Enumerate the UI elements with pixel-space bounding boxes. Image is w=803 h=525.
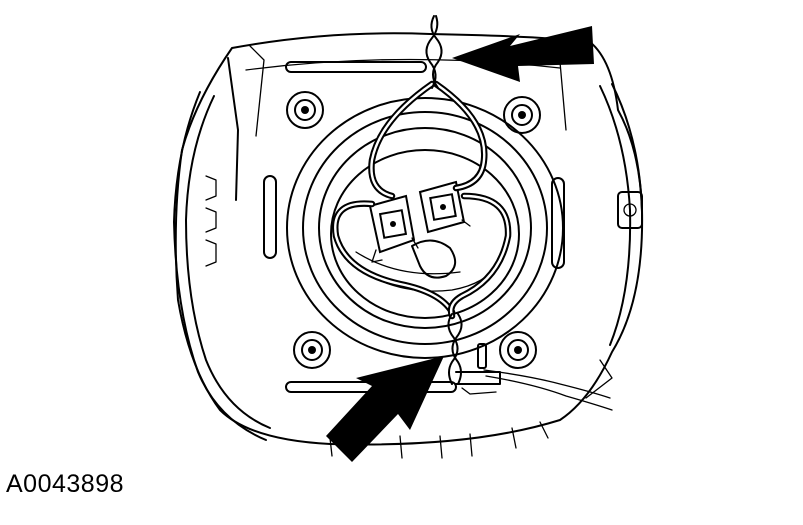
clockspring-assembly — [286, 97, 564, 359]
mounting-bolt-top-left — [286, 91, 324, 129]
lower-wire-lead — [455, 343, 613, 411]
wire-twist-top — [425, 15, 443, 89]
mounting-bolt-bottom-right — [499, 331, 537, 369]
mounting-bolt-bottom-left — [293, 331, 331, 369]
wiring-harness — [332, 80, 512, 320]
lower-arrow — [326, 356, 444, 462]
figure-id-label: A0043898 — [6, 470, 125, 498]
left-connector — [368, 194, 419, 263]
mounting-bolt-top-right — [503, 96, 541, 134]
right-connector — [418, 180, 471, 234]
upper-arrow — [452, 26, 594, 82]
